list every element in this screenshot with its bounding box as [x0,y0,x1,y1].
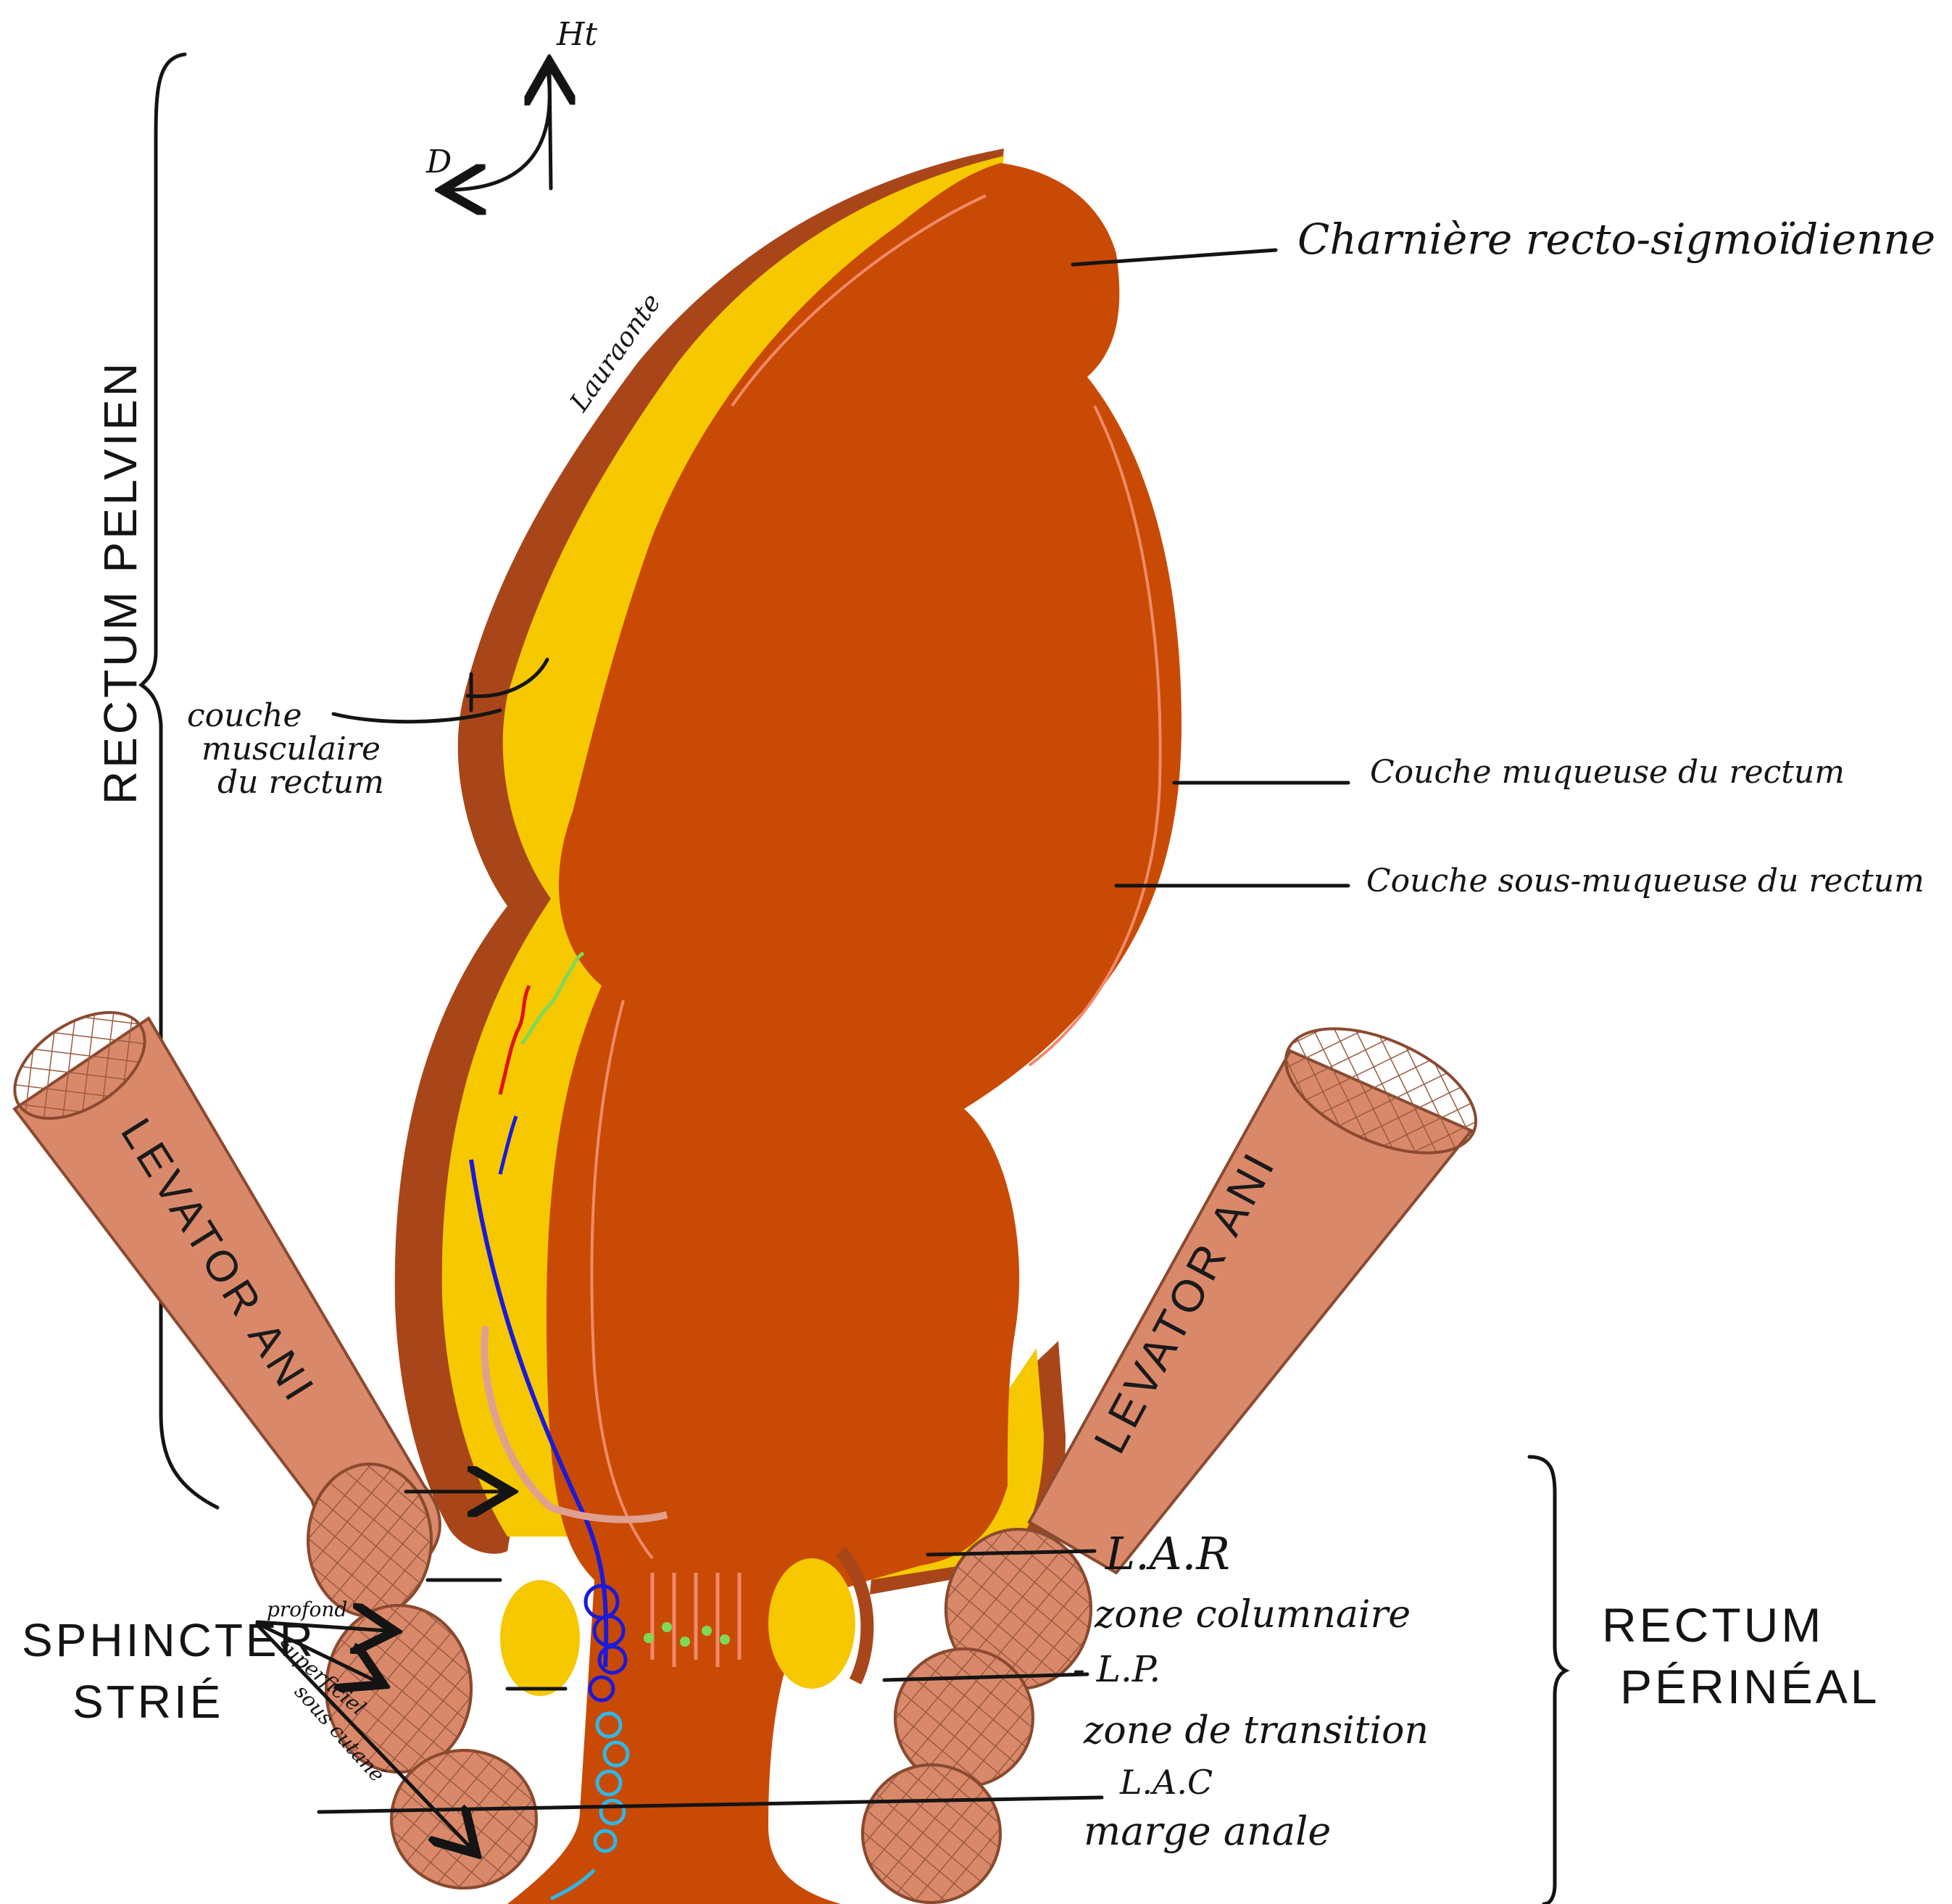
zone-columnaire-label: zone columnaire [1094,1593,1411,1637]
musculaire-label-line2: musculaire [202,731,381,768]
lp-label: - L.P. [1073,1648,1160,1690]
rectum-perineal-line1: RECTUM [1602,1598,1824,1652]
lac-label: L.A.C [1119,1763,1213,1802]
sous-muqueuse-label: Couche sous-muqueuse du rectum [1366,862,1924,899]
rectum-pelvien-label: RECTUM PELVIEN [94,360,146,805]
profond-label: profond [267,1597,347,1621]
sphincter-label-line1: SPHINCTER [22,1614,316,1666]
rectum-perineal-bracket [1529,1457,1566,1904]
muqueuse-label: Couche muqueuse du rectum [1370,754,1845,791]
side-label: D [425,144,452,180]
zone-transition-label: zone de transition [1083,1709,1429,1753]
sphincter-label-line2: STRIÉ [72,1676,223,1728]
orientation-indicator: Ht D [425,16,597,190]
lar-label: L.A.R [1105,1527,1230,1580]
up-label: Ht [556,16,597,53]
marge-anale-label: marge anale [1084,1808,1331,1854]
levator-ani-right: LEVATOR ANI [1029,1003,1494,1573]
rectum-perineal-line2: PÉRINÉAL [1620,1660,1880,1713]
charniere-label: Charnière recto-sigmoïdienne [1297,215,1935,264]
musculaire-label-line3: du rectum [217,764,384,801]
musculaire-label-line1: couche [187,697,302,734]
